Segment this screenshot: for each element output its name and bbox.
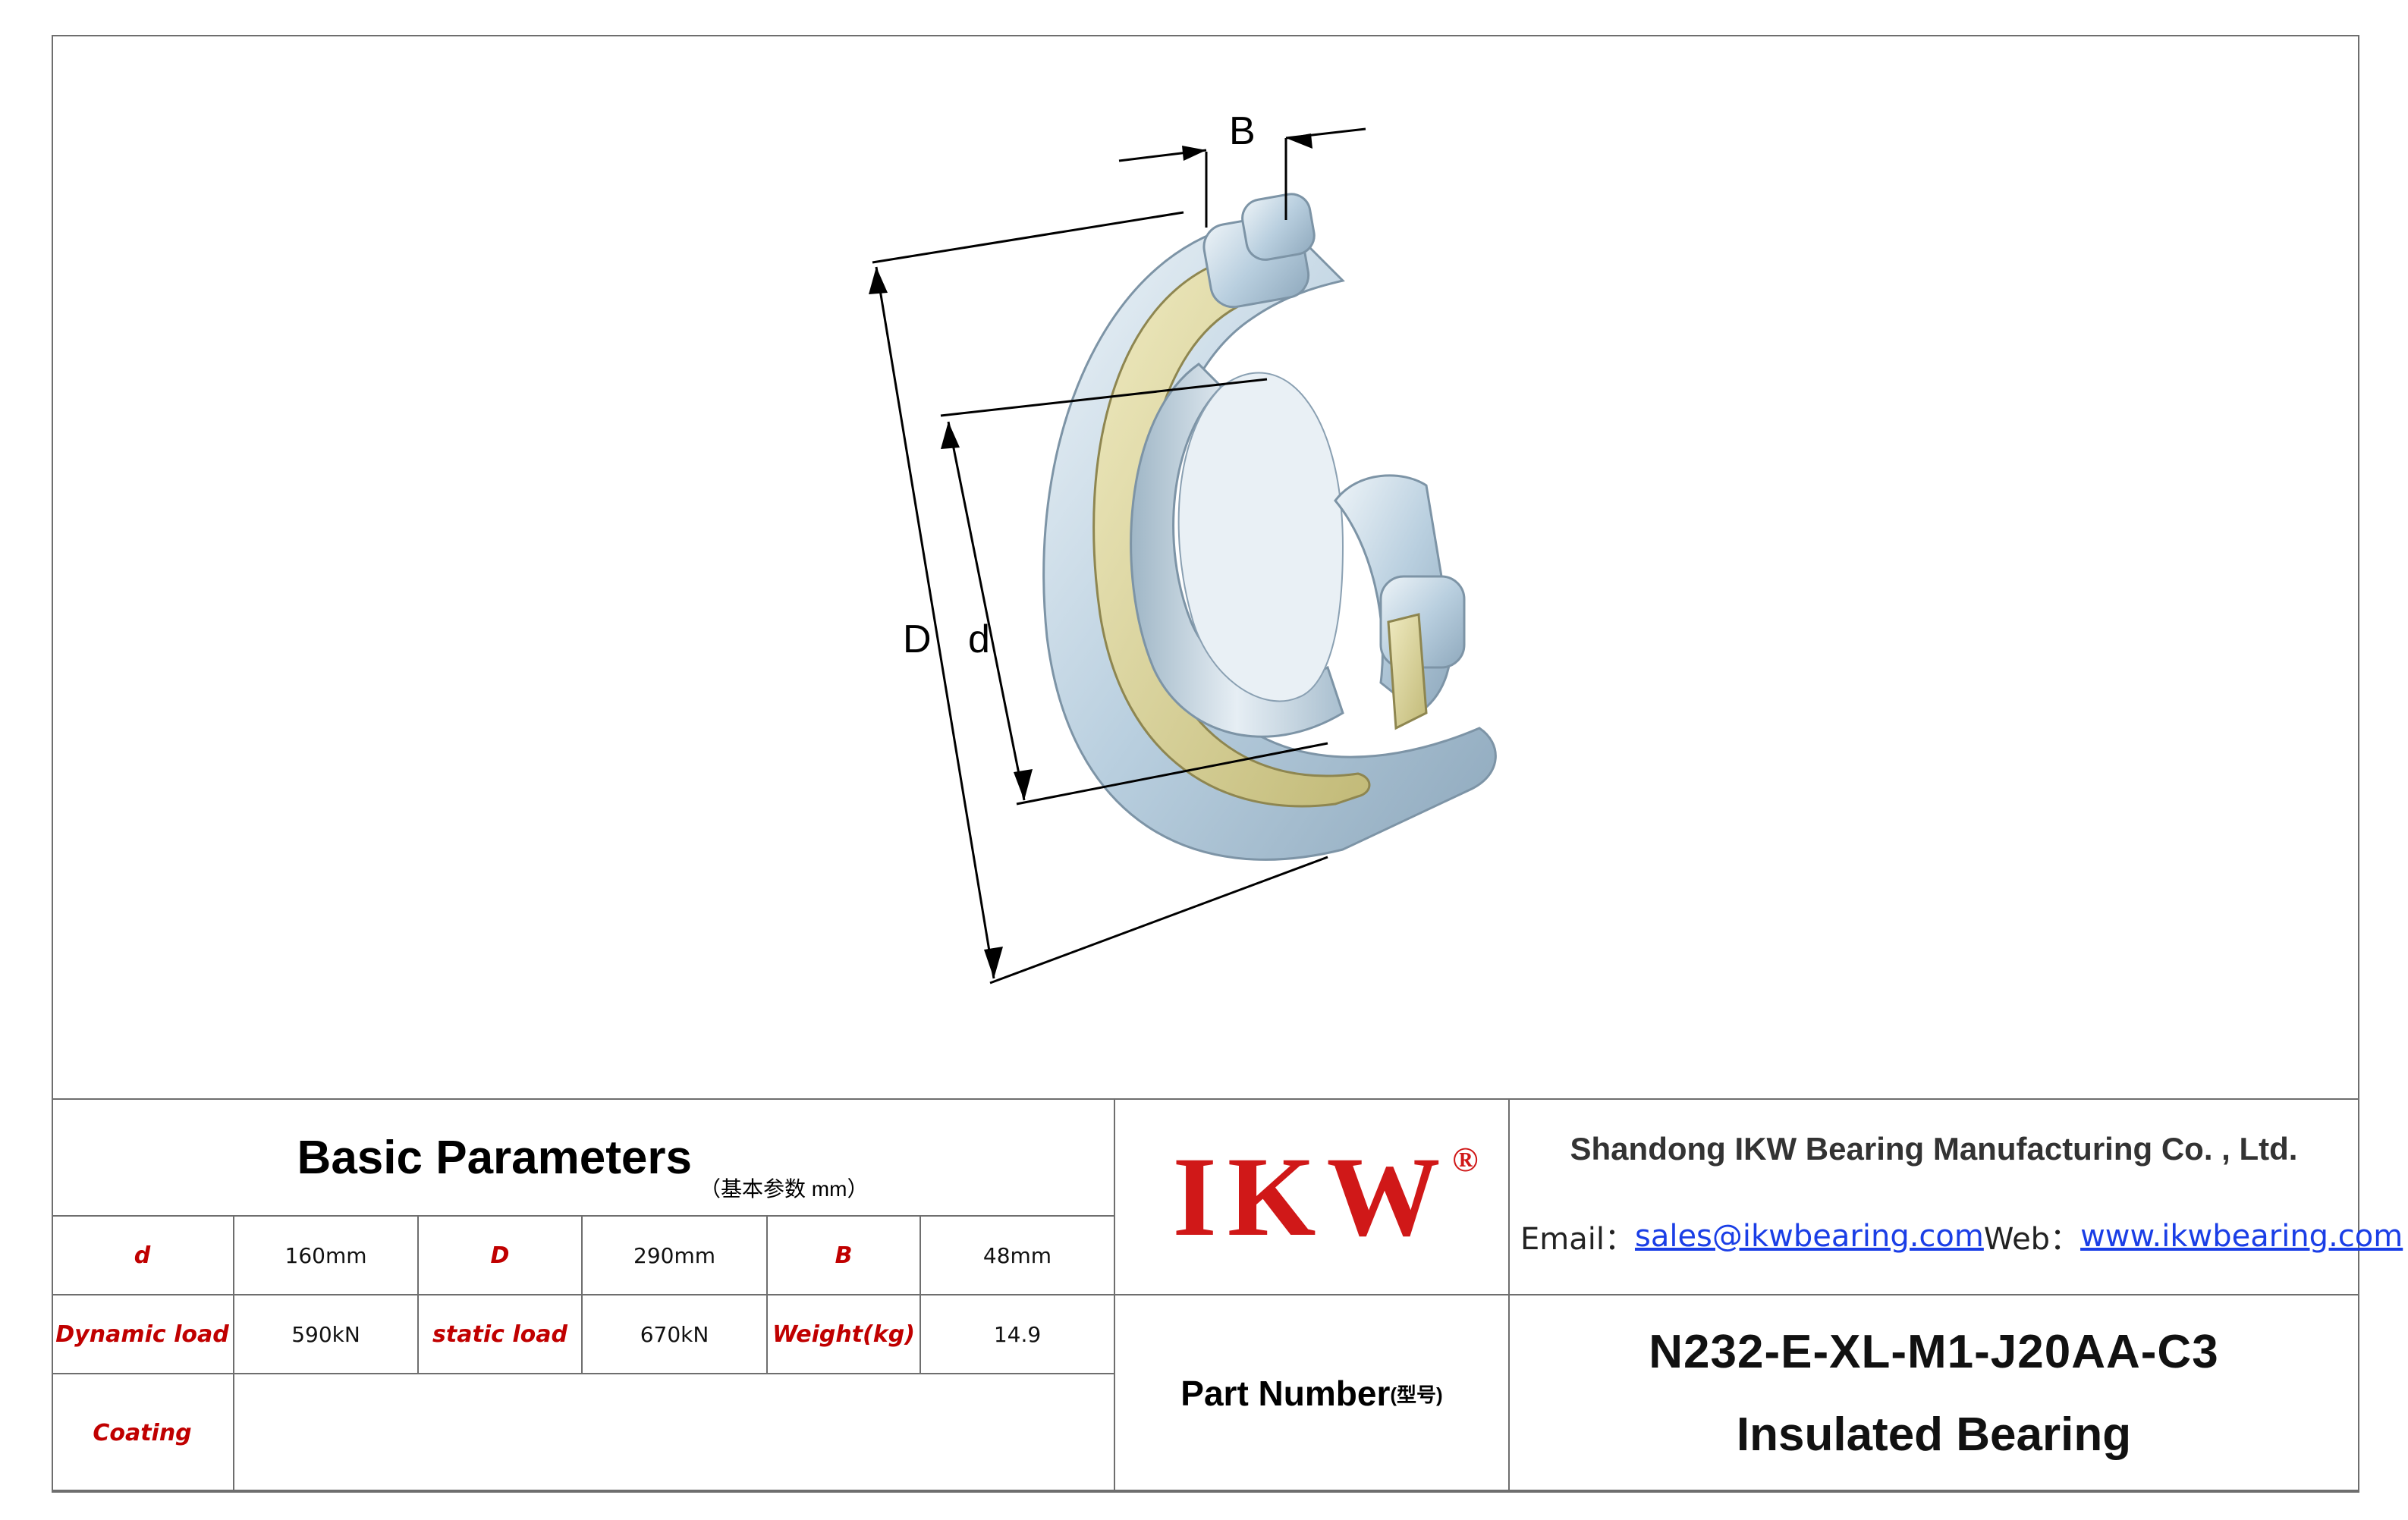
email-link[interactable]: sales@ikwbearing.com	[1634, 1219, 1984, 1254]
label-static-load: static load	[419, 1295, 583, 1374]
value-outer-d: 290mm	[583, 1217, 768, 1295]
cage-right	[1387, 613, 1428, 730]
ikw-logo: IKW®	[1172, 1134, 1489, 1260]
company-name: Shandong IKW Bearing Manufacturing Co. ,…	[1570, 1131, 2298, 1167]
dimension-arrows	[869, 133, 1312, 978]
dim-label-inner-diameter: d	[968, 617, 990, 661]
web-label: Web：	[1983, 1222, 2081, 1257]
product-name: Insulated Bearing	[1736, 1409, 2132, 1461]
value-b: 48mm	[921, 1217, 1115, 1295]
value-static-load: 670kN	[583, 1295, 768, 1374]
basic-params-subtitle: （基本参数 mm）	[699, 1177, 869, 1201]
part-number-label-cell: Part Number(型号)	[1115, 1295, 1510, 1493]
contact-line: Email： sales@ikwbearing.com Web： www.ikw…	[1510, 1198, 2403, 1274]
dim-label-b: B	[1229, 109, 1256, 153]
part-number: N232-E-XL-M1-J20AA-C3	[1649, 1326, 2219, 1378]
part-info-cell: N232-E-XL-M1-J20AA-C3 Insulated Bearing	[1510, 1295, 2359, 1493]
logo-cell: IKW®	[1115, 1100, 1510, 1295]
label-d: d	[52, 1217, 234, 1295]
basic-params-title: Basic Parameters	[297, 1131, 693, 1184]
value-weight: 14.9	[921, 1295, 1115, 1374]
dim-label-outer-diameter: D	[903, 617, 932, 661]
label-outer-d: D	[419, 1217, 583, 1295]
drawing-frame	[52, 35, 2359, 1491]
part-number-label: Part Number	[1180, 1374, 1391, 1413]
part-number-label-sub: (型号)	[1390, 1383, 1443, 1406]
label-b: B	[768, 1217, 921, 1295]
label-dynamic-load: Dynamic load	[52, 1295, 234, 1374]
bearing-drawing: B D d	[797, 91, 1555, 1032]
basic-params-header: Basic Parameters （基本参数 mm）	[52, 1100, 1115, 1217]
label-weight: Weight(kg)	[768, 1295, 921, 1374]
bore	[1177, 372, 1344, 702]
inner-ring	[1130, 363, 1344, 738]
company-cell: Shandong IKW Bearing Manufacturing Co. ,…	[1510, 1100, 2403, 1295]
roller-top-2	[1241, 193, 1316, 261]
web-link[interactable]: www.ikwbearing.com	[2080, 1219, 2403, 1254]
spec-table: Basic Parameters （基本参数 mm） d 160mm D 290…	[52, 1098, 2403, 1493]
value-d: 160mm	[234, 1217, 419, 1295]
email-label: Email：	[1520, 1222, 1635, 1257]
bearing-illustration: B D d	[869, 109, 1497, 985]
value-coating	[234, 1374, 1115, 1493]
label-coating: Coating	[52, 1374, 234, 1493]
value-dynamic-load: 590kN	[234, 1295, 419, 1374]
